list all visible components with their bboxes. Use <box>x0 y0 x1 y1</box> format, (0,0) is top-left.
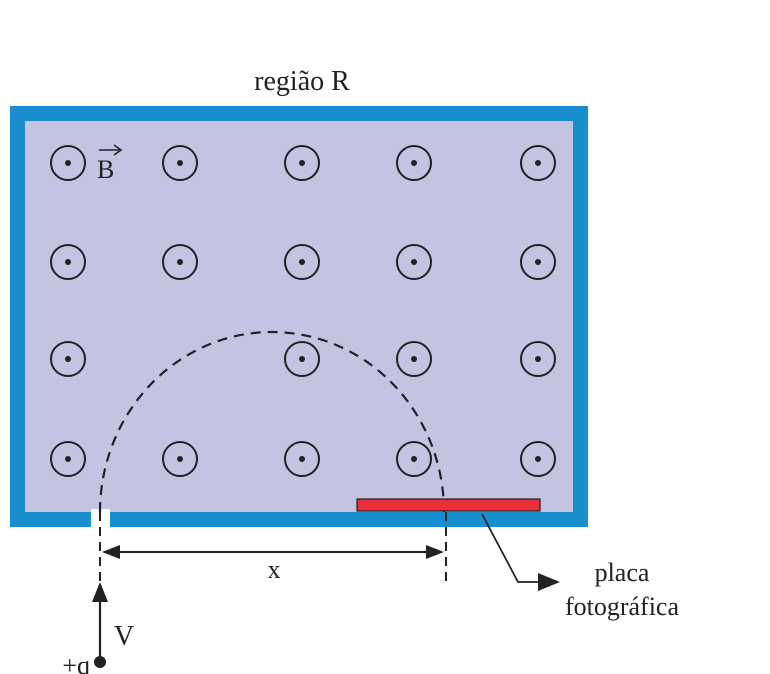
field-markers <box>50 145 556 477</box>
field-out-of-page-icon <box>50 145 86 181</box>
field-out-of-page-icon <box>50 441 86 477</box>
field-out-of-page-icon <box>162 244 198 280</box>
field-out-of-page-icon <box>520 341 556 377</box>
plate-label-line1: placa <box>595 558 650 587</box>
field-out-of-page-icon <box>50 244 86 280</box>
particle-trajectory <box>98 330 446 513</box>
field-out-of-page-icon <box>396 145 432 181</box>
field-out-of-page-icon <box>284 244 320 280</box>
vector-arrow-icon <box>99 144 123 156</box>
field-out-of-page-icon <box>396 341 432 377</box>
field-out-of-page-icon <box>50 341 86 377</box>
field-out-of-page-icon <box>162 441 198 477</box>
photographic-plate <box>356 498 541 512</box>
field-out-of-page-icon <box>520 244 556 280</box>
acceleration-arrow <box>92 582 108 662</box>
charge-dot <box>94 656 106 668</box>
plate-label-line2: fotográfica <box>565 592 680 621</box>
field-symbol: B <box>97 155 114 184</box>
field-out-of-page-icon <box>396 441 432 477</box>
field-out-of-page-icon <box>162 145 198 181</box>
field-out-of-page-icon <box>284 341 320 377</box>
voltage-label: V <box>114 621 134 652</box>
field-out-of-page-icon <box>284 441 320 477</box>
field-out-of-page-icon <box>520 441 556 477</box>
charge-label: +q <box>62 651 90 674</box>
field-out-of-page-icon <box>396 244 432 280</box>
region-label: região R <box>254 66 350 97</box>
distance-arrow <box>102 545 444 559</box>
distance-label: x <box>268 555 281 584</box>
plate-leader <box>481 513 560 591</box>
field-out-of-page-icon <box>520 145 556 181</box>
region-interior <box>25 121 573 512</box>
field-out-of-page-icon <box>284 145 320 181</box>
